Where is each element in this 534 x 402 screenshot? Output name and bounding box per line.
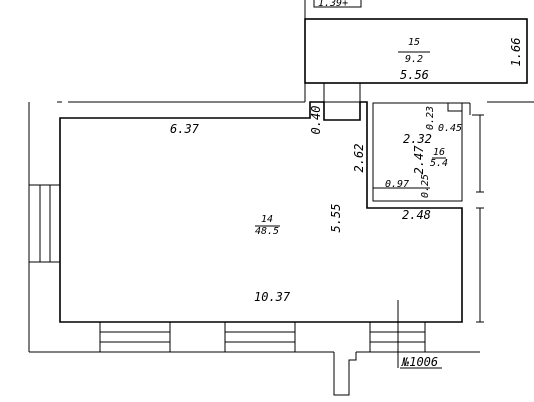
passage-width: 0.40 bbox=[309, 106, 323, 135]
room-14-number: 14 bbox=[261, 214, 273, 225]
dim-097: 0.97 bbox=[385, 179, 409, 190]
dim-025: 0.25 bbox=[420, 174, 431, 198]
top-label-box: 1.39+ bbox=[313, 0, 362, 9]
room-14-top-dim: 6.37 bbox=[170, 122, 200, 136]
room-14-area: 48.5 bbox=[255, 226, 279, 237]
left-door bbox=[28, 184, 61, 263]
building-number: №1006 bbox=[400, 355, 442, 369]
room-16-number: 16 bbox=[433, 147, 445, 158]
room-16-width-bottom: 2.48 bbox=[402, 208, 431, 222]
room-15-area: 9.2 bbox=[405, 54, 423, 65]
dim-045: 0.45 bbox=[438, 123, 462, 134]
room-14-bottom-dim: 10.37 bbox=[254, 290, 291, 304]
room-16-wall-dim: 2.62 bbox=[352, 144, 366, 173]
top-label: 1.39+ bbox=[318, 0, 348, 9]
room-14-inner-dim: 5.55 bbox=[329, 204, 343, 233]
room-16-area: 5.4 bbox=[430, 158, 448, 169]
outer-walls bbox=[28, 0, 534, 396]
right-ticks bbox=[476, 114, 484, 323]
room-15-height: 1.66 bbox=[509, 38, 523, 67]
room-16: 16 5.4 2.62 2.32 2.47 0.23 0.45 0.25 0.9… bbox=[352, 102, 480, 222]
building-number-label: №1006 bbox=[401, 355, 438, 369]
room-15: 15 9.2 5.56 1.66 bbox=[304, 18, 528, 84]
room-15-width: 5.56 bbox=[400, 68, 429, 82]
room-16-width-top: 2.32 bbox=[403, 132, 432, 146]
room-16-height: 2.47 bbox=[412, 145, 426, 175]
room-15-number: 15 bbox=[408, 37, 420, 48]
dim-023: 0.23 bbox=[425, 106, 436, 130]
room-14: 14 48.5 6.37 0.40 5.55 10.37 bbox=[59, 82, 463, 323]
bottom-windows bbox=[99, 300, 426, 368]
